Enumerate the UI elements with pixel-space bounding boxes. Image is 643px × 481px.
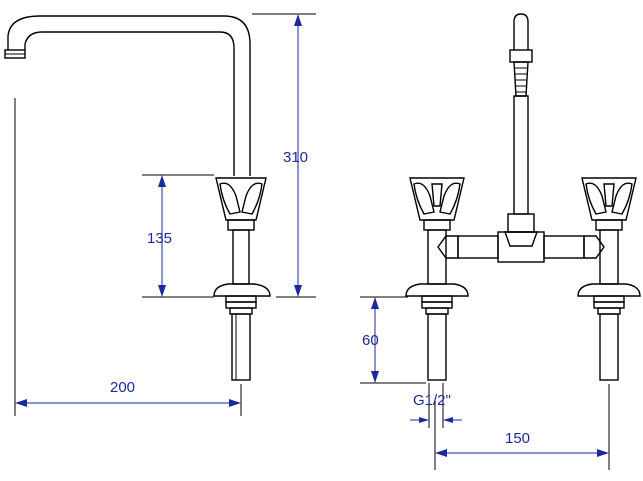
dimension-shank-length: 60 [362,297,379,383]
label-135: 135 [147,230,172,247]
valve-head [215,177,267,231]
dimension-centers: 150 [435,430,609,457]
dimension-valve-height: 135 [147,175,172,297]
label-310: 310 [283,149,308,166]
label-200: 200 [110,379,135,396]
flange [213,283,271,297]
dimension-thread: G1/2" [410,392,462,423]
label-150: 150 [505,430,530,447]
dimension-total-height: 310 [283,14,308,297]
label-60: 60 [362,332,379,349]
center-spout [504,13,538,247]
label-g12: G1/2" [413,392,451,409]
shank [225,295,257,381]
front-view [360,13,641,470]
dimension-spout-reach: 200 [15,379,241,407]
side-view [4,13,316,416]
right-valve [577,177,641,381]
left-valve [405,177,469,381]
spout [4,15,251,176]
stem [232,229,250,285]
crossbar [437,231,605,263]
